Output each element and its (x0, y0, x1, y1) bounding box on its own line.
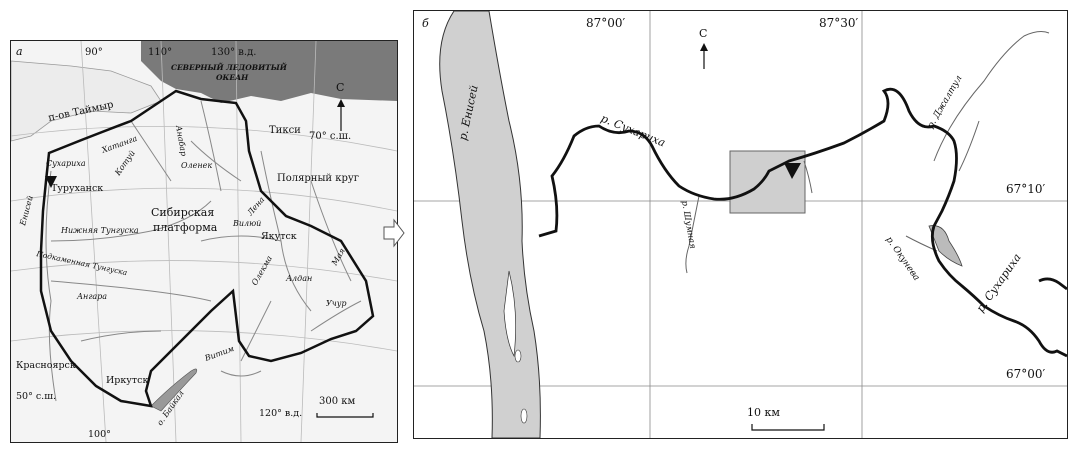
platform-label: платформа (153, 221, 218, 234)
yenisei-river (439, 11, 541, 438)
lat-label: 67°00′ (1006, 367, 1046, 381)
zoom-arrow-icon (383, 218, 405, 248)
city-label: Красноярск (16, 360, 76, 371)
river-label: Котуй (113, 149, 137, 178)
ocean-label: ОКЕАН (216, 73, 249, 82)
site-marker (784, 163, 801, 179)
detail-map: С б 87°00′ 87°30′ 67°10′ 67°00′ р. Енисе… (413, 10, 1068, 439)
river-label: р. Джалтул (926, 74, 965, 131)
scale-label: 300 км (319, 396, 356, 407)
river-label: Сухариха (46, 159, 86, 168)
overview-map: С a 90° 110° 130° в.д. СЕВЕРНЫЙ ЛЕДОВИТЫ… (10, 40, 398, 443)
lon-label: 87°30′ (819, 16, 859, 30)
panel-letter: б (422, 17, 429, 30)
river-label: Подкаменная Тунгуска (35, 249, 129, 277)
lon-label: 100° (88, 429, 111, 440)
overview-map-svg: С a 90° 110° 130° в.д. СЕВЕРНЫЙ ЛЕДОВИТЫ… (11, 41, 397, 442)
city-label: Якутск (261, 231, 297, 242)
river-label: Учур (326, 299, 347, 308)
river-label: Мая (329, 247, 346, 268)
river-label: р. Шумная (679, 200, 697, 250)
river-label: Лена (245, 195, 266, 218)
river-label: Оленек (181, 161, 212, 170)
lon-label: 130° в.д. (211, 47, 256, 58)
river-label: Алдан (285, 274, 312, 283)
lake-baikal (150, 368, 198, 412)
north-label: С (336, 81, 344, 94)
river-label: Витим (203, 344, 236, 363)
taimyr-landmass (11, 60, 162, 142)
panel-letter: a (16, 45, 23, 58)
river-label: р. Окунева (884, 235, 922, 283)
polar-circle-label: Полярный круг (277, 173, 359, 184)
platform-boundary (39, 89, 375, 408)
graticule (11, 41, 397, 442)
ocean-label: СЕВЕРНЫЙ ЛЕДОВИТЫЙ (171, 62, 288, 72)
arctic-ocean (141, 41, 397, 103)
river-label: Вилюй (232, 219, 261, 228)
city-label: Тикси (269, 125, 301, 136)
sukharikha-river (538, 87, 1067, 358)
scale-bar (751, 424, 825, 431)
scale-label: 10 км (747, 406, 780, 419)
lon-label: 87°00′ (586, 16, 626, 30)
lat-label: 67°10′ (1006, 182, 1046, 196)
river-label: Нижняя Тунгуска (60, 226, 139, 235)
lat-label: 50° с.ш. (16, 391, 56, 402)
lon-label: 90° (85, 47, 103, 58)
scale-bar (316, 413, 374, 418)
river-label: р. Сухариха (974, 251, 1024, 315)
river-label: Ангара (76, 292, 107, 301)
city-label: Иркутск (106, 375, 148, 386)
okuneva-lake (928, 225, 963, 267)
north-label: С (699, 27, 707, 40)
lat-label: 70° с.ш. (309, 131, 351, 142)
detail-map-svg: С б 87°00′ 87°30′ 67°10′ 67°00′ р. Енисе… (414, 11, 1067, 438)
lon-label: 120° в.д. (259, 408, 302, 419)
river-label: Олекма (250, 254, 274, 287)
site-marker (45, 176, 57, 188)
city-label: Туруханск (51, 183, 103, 194)
lon-label: 110° (148, 47, 172, 58)
river-label: Анабар (174, 124, 188, 157)
platform-label: Сибирская (151, 206, 214, 219)
